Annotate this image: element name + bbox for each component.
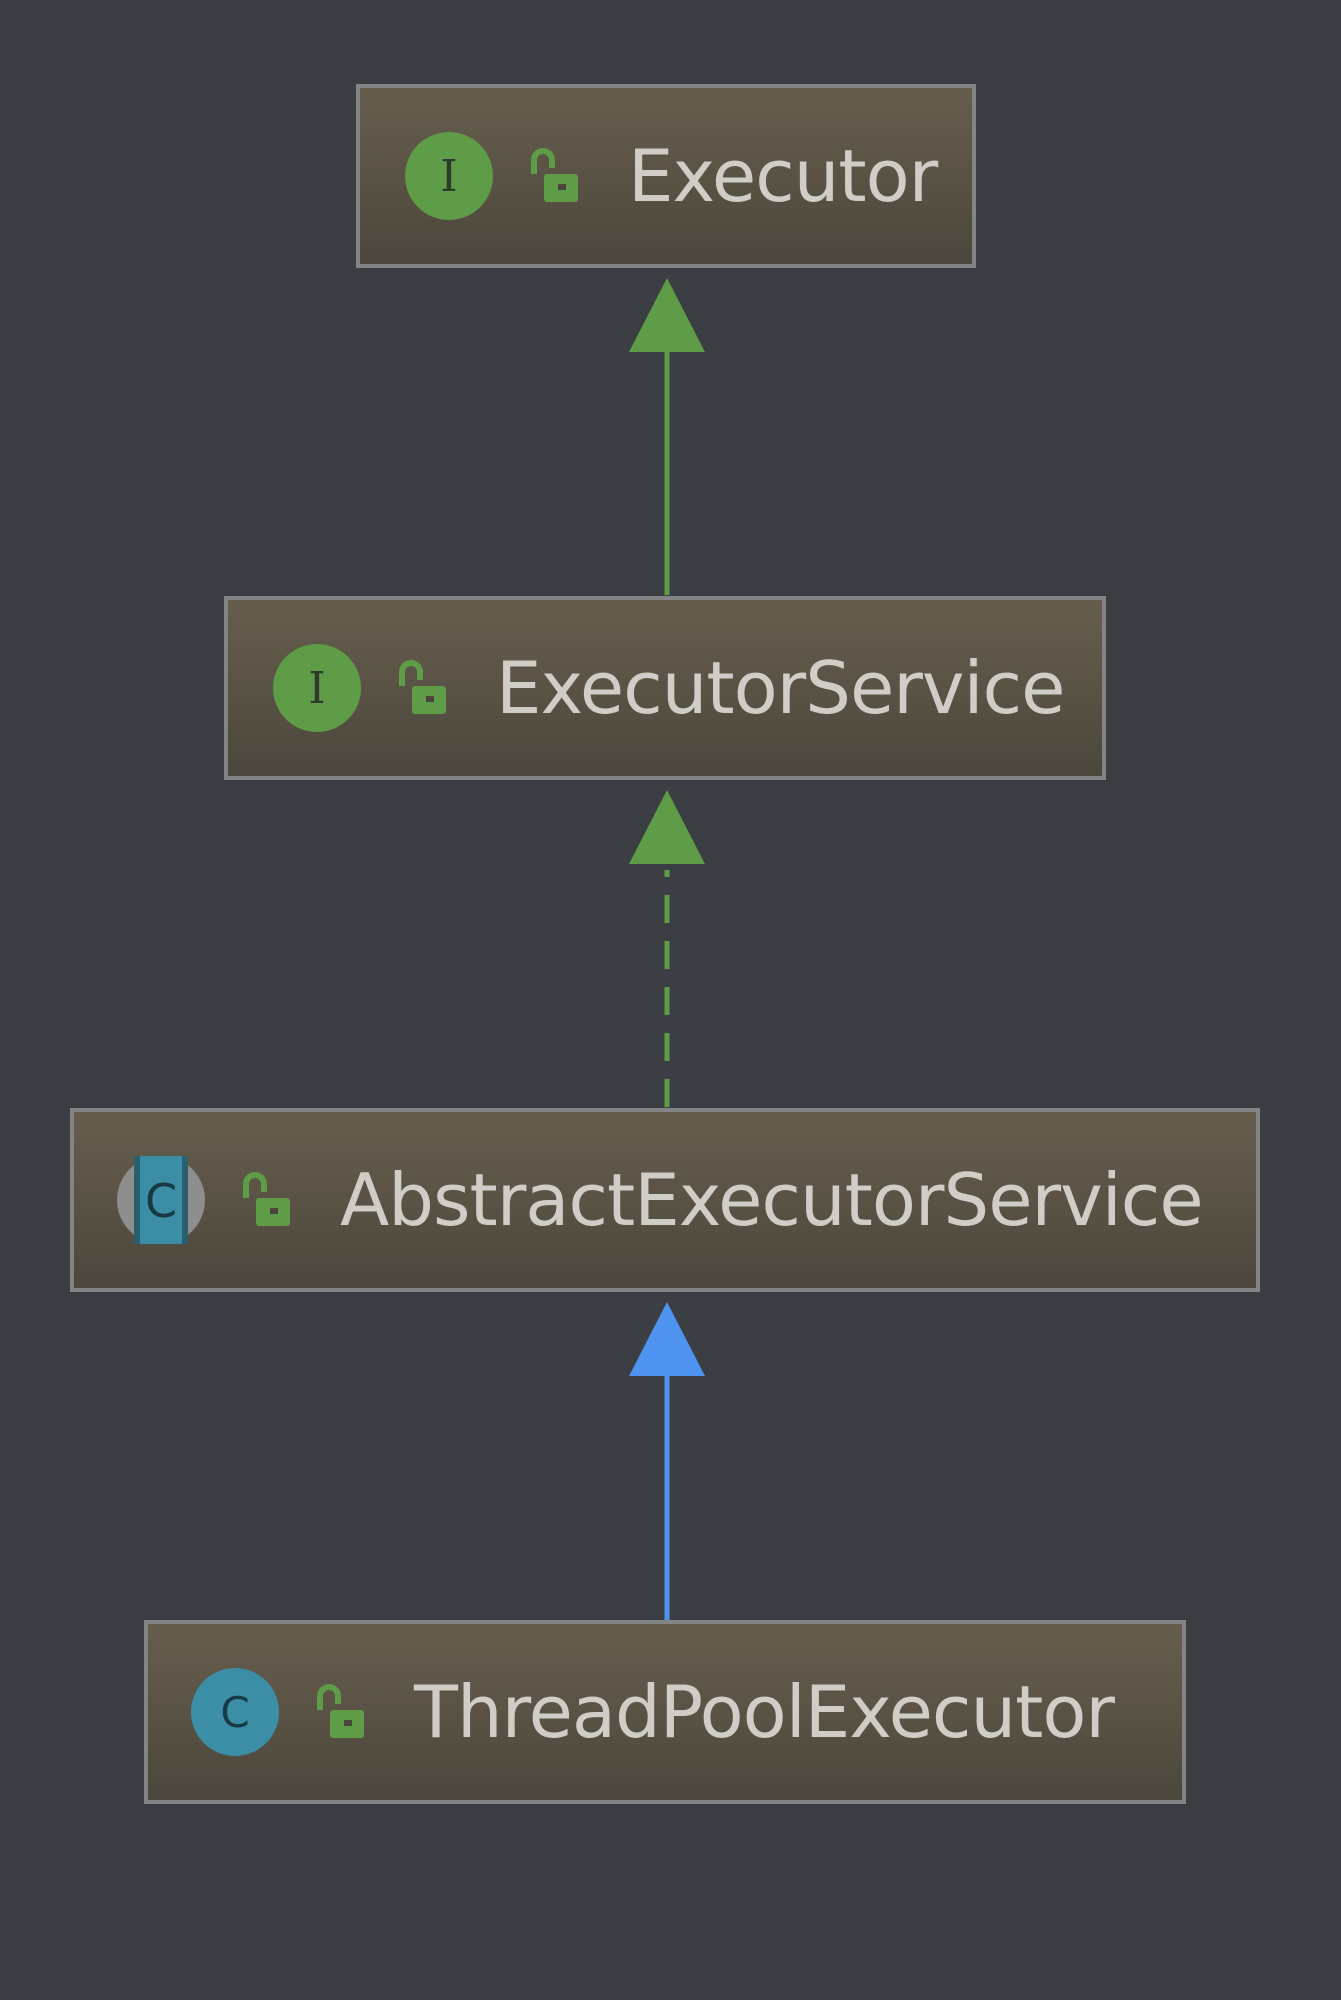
interface-icon: I (272, 643, 362, 733)
abstract-class-icon: C (116, 1155, 206, 1245)
node-label: AbstractExecutorService (340, 1158, 1204, 1242)
node-label: ExecutorService (496, 646, 1065, 730)
node-thread-pool-executor[interactable]: C ThreadPoolExecutor (144, 1620, 1186, 1804)
svg-text:C: C (145, 1174, 177, 1228)
node-label: ThreadPoolExecutor (414, 1670, 1115, 1754)
unlocked-lock-icon (314, 1684, 366, 1740)
node-executor-service[interactable]: I ExecutorService (224, 596, 1106, 780)
node-label: Executor (628, 134, 938, 218)
unlocked-lock-icon (240, 1172, 292, 1228)
node-executor[interactable]: I Executor (356, 84, 976, 268)
edge-extends-abstract-executor-service (629, 1302, 705, 1620)
svg-text:I: I (308, 663, 325, 714)
unlocked-lock-icon (528, 148, 580, 204)
class-icon: C (190, 1667, 280, 1757)
node-abstract-executor-service[interactable]: C AbstractExecutorService (70, 1108, 1260, 1292)
interface-icon: I (404, 131, 494, 221)
edge-extends-executor (629, 278, 705, 595)
unlocked-lock-icon (396, 660, 448, 716)
svg-text:I: I (440, 151, 457, 202)
svg-text:C: C (220, 1688, 249, 1737)
edge-implements-executor-service (629, 790, 705, 1107)
